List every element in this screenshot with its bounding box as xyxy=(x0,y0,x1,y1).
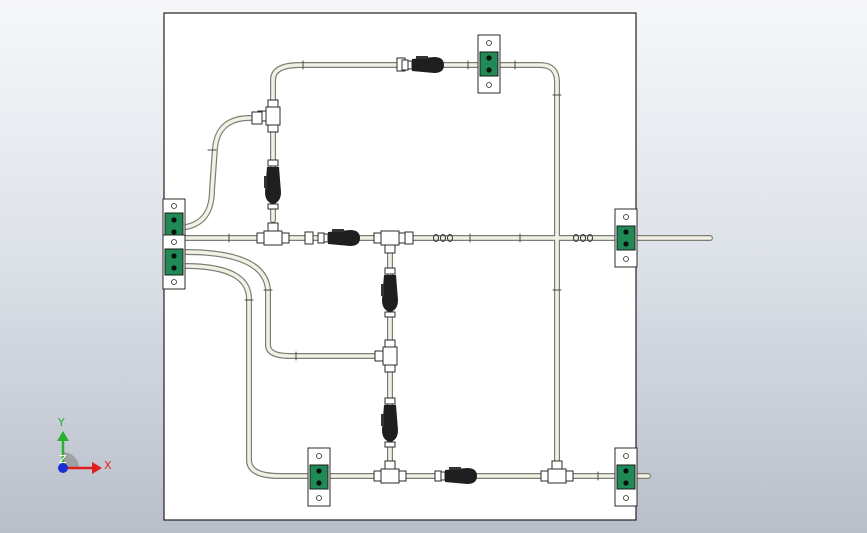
axis-triad[interactable]: Y X Z xyxy=(57,416,112,474)
clamp-left-lower[interactable] xyxy=(162,234,186,290)
x-axis-arrowhead xyxy=(92,462,102,474)
y-axis-label: Y xyxy=(57,416,65,429)
union-fittings[interactable] xyxy=(251,57,414,245)
clamp-right-middle[interactable] xyxy=(614,208,638,268)
triad-quadrant xyxy=(63,452,79,468)
tube-sleeve-markers xyxy=(433,234,593,242)
x-axis-label: X xyxy=(104,459,112,472)
z-axis-label: Z xyxy=(59,453,67,466)
y-axis-arrowhead xyxy=(57,431,69,441)
clamp-bottom-left[interactable] xyxy=(307,447,331,507)
clamp-top[interactable] xyxy=(477,34,501,94)
base-plate[interactable] xyxy=(163,12,637,521)
clamp-bottom-right[interactable] xyxy=(614,447,638,507)
z-axis-dot xyxy=(58,463,68,473)
